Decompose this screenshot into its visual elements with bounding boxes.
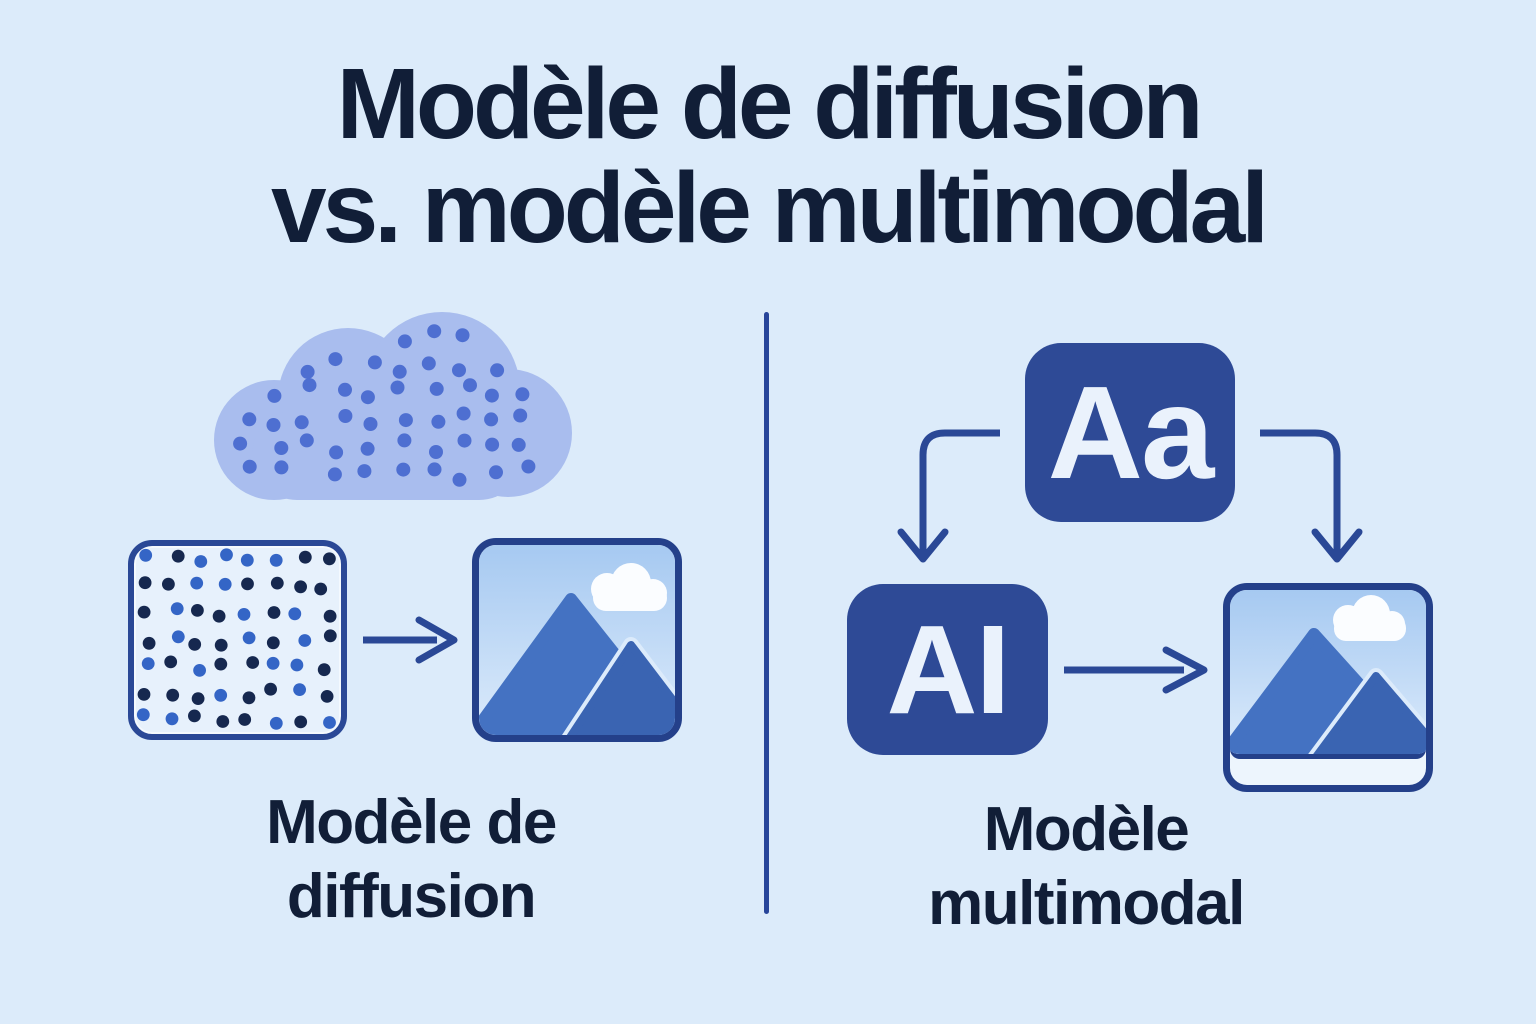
diffusion-caption: Modèle de diffusion bbox=[131, 786, 691, 934]
text-modality-icon: Aa bbox=[1025, 343, 1235, 522]
picture-cloud-icon bbox=[1333, 595, 1406, 641]
page-title: Modèle de diffusion vs. modèle multimoda… bbox=[0, 52, 1536, 260]
picture-frame bbox=[1230, 590, 1426, 759]
title-line-2: vs. modèle multimodal bbox=[270, 152, 1269, 264]
multimodal-caption: Modèle multimodal bbox=[826, 793, 1346, 941]
mountain-picture bbox=[1230, 590, 1426, 754]
arrow-right-icon bbox=[1064, 646, 1208, 694]
ai-model-label: AI bbox=[886, 599, 1011, 740]
arrow-right-icon bbox=[363, 616, 458, 664]
cloud-noise-dots bbox=[233, 324, 536, 487]
image-icon bbox=[472, 538, 682, 742]
diffusion-caption-line-1: Modèle de bbox=[266, 788, 557, 857]
title-line-1: Modèle de diffusion bbox=[336, 48, 1204, 160]
multimodal-caption-line-2: multimodal bbox=[928, 869, 1245, 938]
vertical-divider bbox=[764, 312, 769, 914]
elbow-arrow-down-right-icon bbox=[1260, 429, 1363, 563]
multimodal-caption-line-1: Modèle bbox=[983, 795, 1190, 864]
noise-grid-icon bbox=[128, 540, 347, 740]
text-modality-label: Aa bbox=[1047, 359, 1215, 506]
mountain-picture bbox=[479, 545, 675, 735]
picture-cloud-icon bbox=[591, 563, 667, 611]
elbow-arrow-down-left-icon bbox=[897, 429, 1000, 563]
noise-cloud-icon bbox=[214, 312, 572, 500]
ai-model-icon: AI bbox=[847, 584, 1048, 755]
image-output-icon bbox=[1223, 583, 1433, 792]
noise-dots bbox=[136, 548, 337, 730]
diffusion-caption-line-2: diffusion bbox=[286, 862, 537, 931]
